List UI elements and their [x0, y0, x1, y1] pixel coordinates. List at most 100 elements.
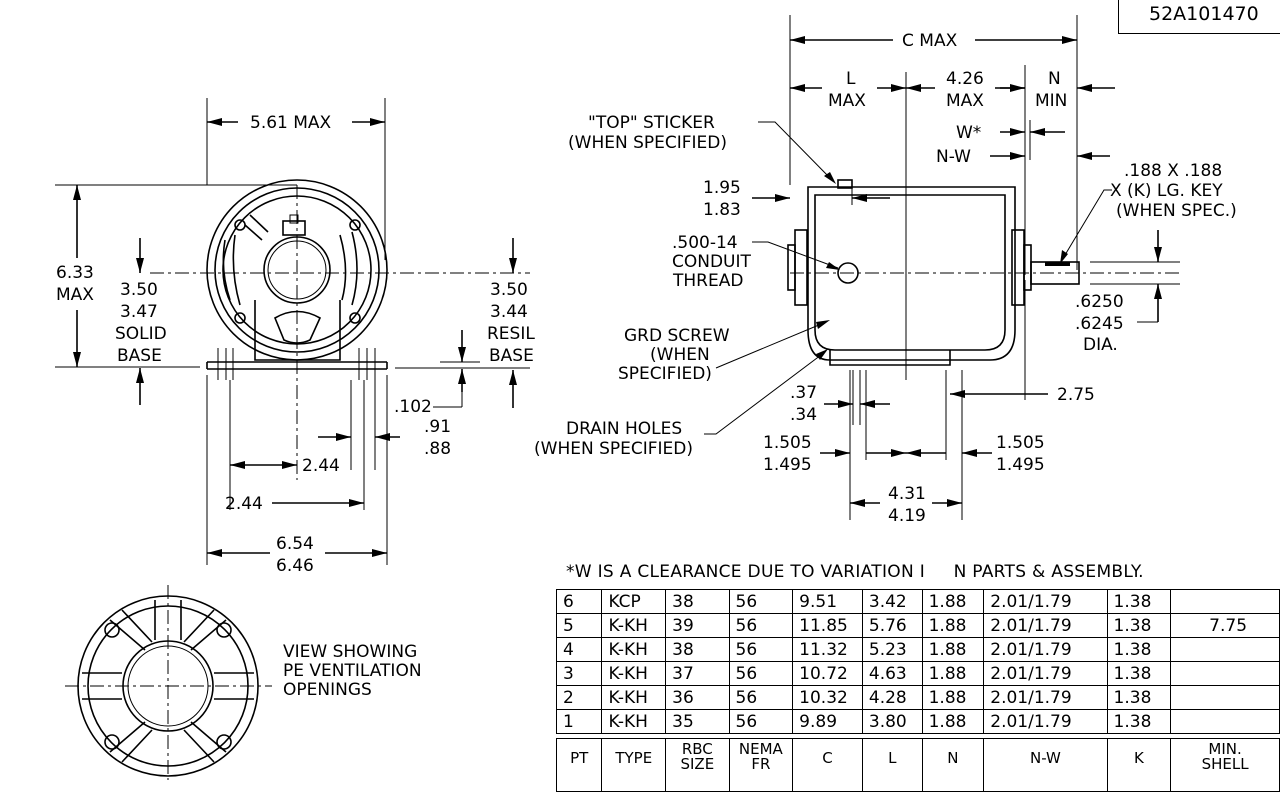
- conduit-size: .500-14: [672, 233, 738, 253]
- table-cell: 56: [728, 613, 794, 638]
- table-cell: 1.88: [921, 637, 985, 662]
- dim-1495-left: 1.495: [763, 455, 812, 475]
- header-line: TYPE: [615, 749, 653, 767]
- dim-91: .91: [424, 417, 451, 437]
- drain-holes-when: (WHEN SPECIFIED): [534, 439, 693, 459]
- header-line: NEMA: [738, 740, 783, 758]
- table-cell: 3.42: [861, 589, 923, 614]
- table-cell: K-KH: [601, 661, 667, 686]
- solid-base-max: 3.50: [120, 280, 158, 300]
- table-cell: 37: [665, 661, 730, 686]
- height-max-unit: MAX: [56, 285, 94, 305]
- table-header-cell: TYPE: [601, 738, 667, 792]
- table-cell: 6: [555, 589, 603, 614]
- table-cell: [1170, 661, 1280, 686]
- table-cell: 10.32: [792, 685, 863, 710]
- table-cell: KCP: [601, 589, 667, 614]
- header-line: C: [822, 749, 833, 767]
- solid-base-label: SOLID: [115, 324, 167, 344]
- table-cell: 2.01/1.79: [983, 589, 1108, 614]
- dim-244-lower: 2.44: [225, 494, 263, 514]
- end-view-caption-1: VIEW SHOWING: [283, 642, 417, 662]
- header-line: RBC: [681, 740, 713, 758]
- table-cell: 1.38: [1106, 709, 1172, 734]
- table-cell: 11.85: [792, 613, 863, 638]
- table-cell: K-KH: [601, 613, 667, 638]
- shaft-dia-label: DIA.: [1083, 335, 1118, 355]
- end-view-caption-2: PE VENTILATION: [283, 661, 422, 681]
- dim-1505-left: 1.505: [763, 433, 812, 453]
- header-line: SHELL: [1201, 755, 1249, 773]
- table-cell: 56: [728, 661, 794, 686]
- dim-102: .102: [394, 397, 432, 417]
- end-view: VIEW SHOWING PE VENTILATION OPENINGS: [65, 585, 422, 780]
- table-cell: 11.32: [792, 637, 863, 662]
- dim-1495-right: 1.495: [996, 455, 1045, 475]
- header-line: PT: [570, 749, 589, 767]
- resil-base-label-2: BASE: [489, 346, 534, 366]
- table-cell: 2.01/1.79: [983, 661, 1108, 686]
- table-header-cell: K: [1106, 738, 1172, 792]
- table-cell: 1.88: [921, 709, 985, 734]
- table-cell: 56: [728, 685, 794, 710]
- header-line: N-W: [1029, 749, 1061, 767]
- drain-holes-label: DRAIN HOLES: [566, 419, 682, 439]
- dim-426-max: MAX: [946, 91, 984, 111]
- table-header-cell: PT: [555, 738, 603, 792]
- table-cell: 3.80: [861, 709, 923, 734]
- table-cell: K-KH: [601, 709, 667, 734]
- table-header-cell: N-W: [983, 738, 1108, 792]
- table-cell: 1.88: [921, 589, 985, 614]
- table-cell: 38: [665, 589, 730, 614]
- table-cell: 1.88: [921, 613, 985, 638]
- conduit-label: CONDUIT: [672, 252, 752, 272]
- grd-screw-when: (WHEN: [650, 345, 710, 365]
- dim-646: 6.46: [276, 556, 314, 576]
- l-max-label: MAX: [828, 91, 866, 111]
- table-cell: 1.38: [1106, 637, 1172, 662]
- table-cell: [1170, 685, 1280, 710]
- table-cell: 1.38: [1106, 589, 1172, 614]
- top-sticker-when: (WHEN SPECIFIED): [568, 133, 727, 153]
- table-cell: 3: [555, 661, 603, 686]
- header-line: N: [947, 749, 959, 767]
- header-line: L: [888, 749, 897, 767]
- table-cell: [1170, 589, 1280, 614]
- table-cell: 1.38: [1106, 685, 1172, 710]
- dim-419: 4.19: [888, 506, 926, 526]
- table-cell: 1: [555, 709, 603, 734]
- table-cell: 1.38: [1106, 661, 1172, 686]
- table-cell: 5.23: [861, 637, 923, 662]
- clearance-note-b: N PARTS & ASSEMBLY.: [953, 562, 1144, 582]
- table-cell: 1.88: [921, 661, 985, 686]
- dim-34: .34: [790, 405, 817, 425]
- clearance-note: *W IS A CLEARANCE DUE TO VARIATION I N P…: [566, 562, 1280, 582]
- dim-195: 1.95: [703, 178, 741, 198]
- table-cell: K-KH: [601, 685, 667, 710]
- conduit-thread: THREAD: [672, 271, 743, 291]
- end-view-caption-3: OPENINGS: [283, 680, 372, 700]
- grd-screw-specified: SPECIFIED): [618, 364, 712, 384]
- table-cell: K-KH: [601, 637, 667, 662]
- table-cell: [1170, 637, 1280, 662]
- solid-base-label-2: BASE: [117, 346, 162, 366]
- table-cell: 2.01/1.79: [983, 685, 1108, 710]
- table-cell: 2.01/1.79: [983, 637, 1108, 662]
- table-cell: [1170, 709, 1280, 734]
- n-label: N: [1048, 69, 1061, 89]
- dim-275: 2.75: [1057, 385, 1095, 405]
- c-max-label: C MAX: [902, 31, 958, 51]
- table-cell: 4.28: [861, 685, 923, 710]
- table-cell: 56: [728, 637, 794, 662]
- n-w-label: N-W: [936, 147, 971, 167]
- dim-431: 4.31: [888, 484, 926, 504]
- shaft-dia-max: .6250: [1075, 292, 1124, 312]
